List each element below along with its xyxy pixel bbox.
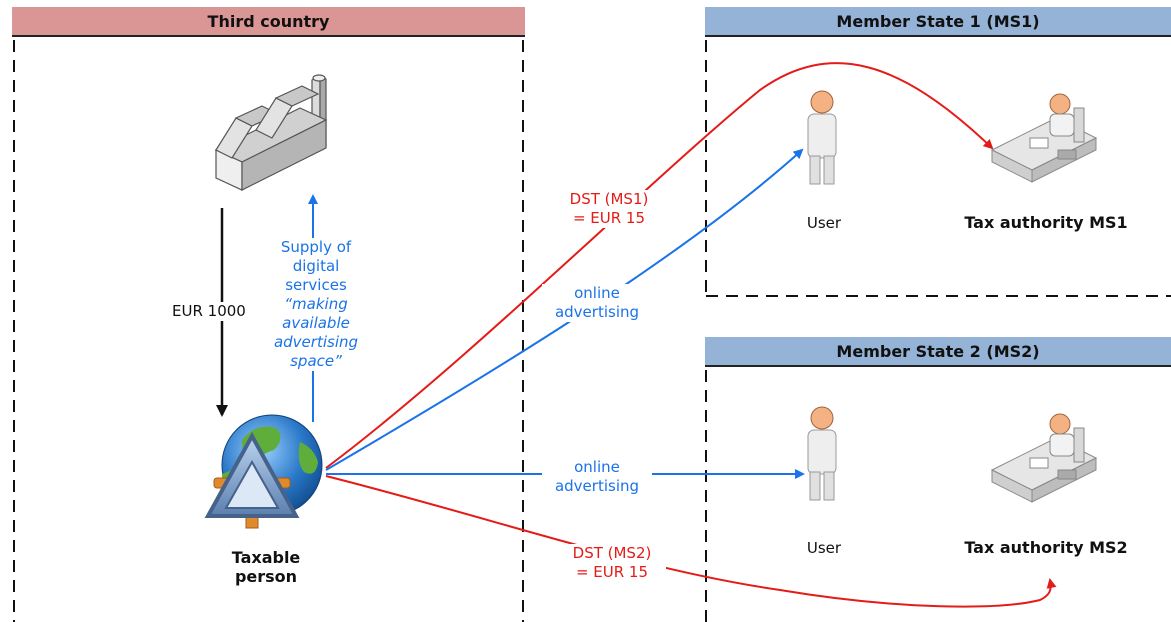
supply-label: Supply of digital services “making avail… [262,238,370,371]
supply-line: digital [292,257,340,275]
online-adv-line: online [574,284,620,302]
factory-icon [214,74,328,191]
member-state-1-header: Member State 1 (MS1) [705,7,1171,37]
globe-icon [204,414,323,529]
online-advertising-ms2-label: online advertising [542,458,652,496]
dst-ms2-line: = EUR 15 [575,563,649,581]
online-adv-line: advertising [554,303,640,321]
online-adv-line: online [574,458,620,476]
dst-ms2-line: DST (MS2) [572,544,652,562]
dst-ms1-arrow [325,62,994,469]
dst-ms1-line: = EUR 15 [572,209,646,227]
tax-authority-ms1-label: Tax authority MS1 [964,213,1128,232]
third-country-header: Third country [12,7,525,37]
dst-ms1-label: DST (MS1) = EUR 15 [555,190,663,228]
dst-ms1-line: DST (MS1) [569,190,649,208]
online-advertising-ms1-label: online advertising [542,284,652,322]
supply-line: Supply of [280,238,352,256]
online-adv-line: advertising [554,477,640,495]
taxable-line: Taxable [231,548,301,567]
tax-authority-desk-icon [990,413,1098,503]
supply-line: services [285,276,347,294]
dst-ms2-arrow [325,475,1057,608]
supply-line: space” [290,352,342,370]
dst-ms2-label: DST (MS2) = EUR 15 [558,544,666,582]
payment-label: EUR 1000 [170,302,248,321]
user-ms2-label: User [806,539,842,557]
taxable-person-label: Taxable person [216,548,316,586]
third-country-border [13,40,524,622]
ms1-border [705,40,1171,297]
taxable-line: person [234,567,298,586]
supply-line: available [282,314,350,332]
supply-line: “making [284,295,348,313]
user-icon [807,90,837,185]
user-icon [807,406,837,501]
tax-authority-desk-icon [990,93,1098,183]
user-ms1-label: User [806,214,842,232]
supply-line: advertising [273,333,359,351]
tax-authority-ms2-label: Tax authority MS2 [964,538,1128,557]
member-state-2-header: Member State 2 (MS2) [705,337,1171,367]
